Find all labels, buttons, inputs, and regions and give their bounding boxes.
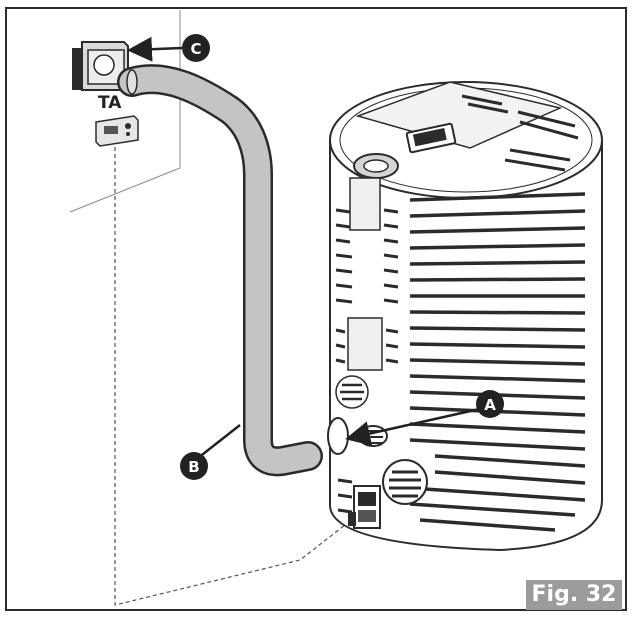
air-duct-pipe <box>117 64 323 477</box>
power-socket <box>348 485 381 529</box>
svg-text:C: C <box>190 40 201 58</box>
callout-a: A <box>476 390 504 418</box>
callout-a-arrow <box>345 406 485 446</box>
thermostat-label: TA <box>98 93 122 113</box>
wall <box>69 10 181 213</box>
figure-number-badge: Fig. 32 <box>526 580 622 610</box>
callout-b-line <box>197 424 241 459</box>
svg-text:A: A <box>484 396 496 414</box>
figure-frame <box>5 7 627 611</box>
callout-b: B <box>180 452 208 480</box>
side-vents <box>335 208 399 514</box>
thermostat-cable <box>114 140 346 606</box>
svg-text:B: B <box>188 458 199 476</box>
room-thermostat <box>95 115 139 147</box>
callout-c: C <box>182 34 210 62</box>
pellet-stove <box>327 81 603 552</box>
air-intake-fitting <box>72 41 129 91</box>
callout-c-arrow <box>127 36 183 62</box>
